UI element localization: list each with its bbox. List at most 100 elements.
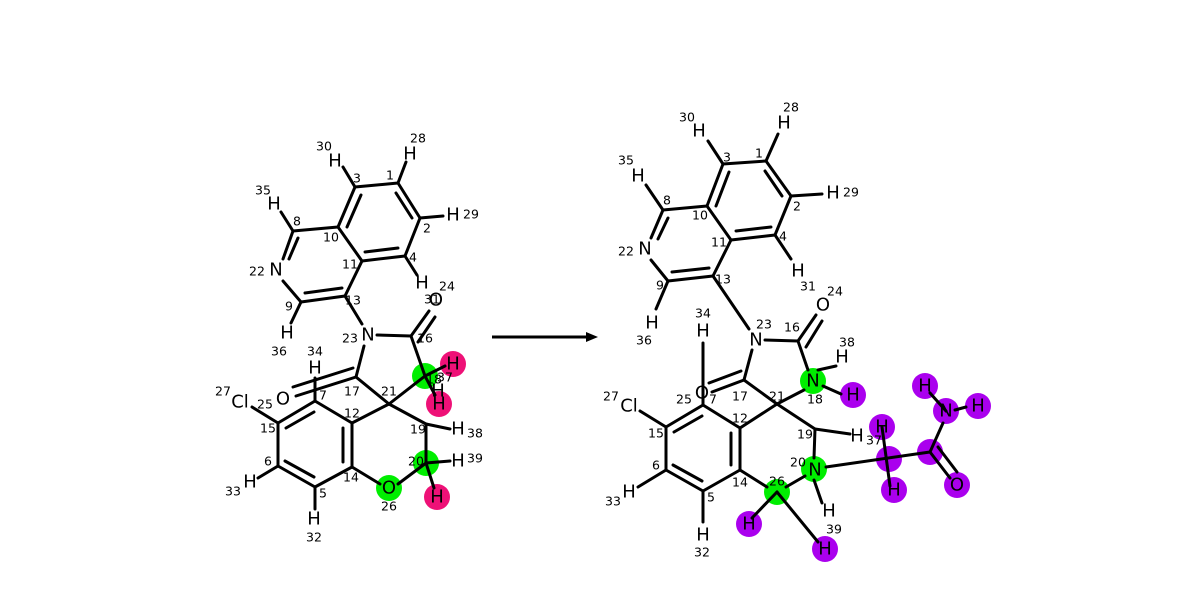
atom-index: 5	[707, 490, 715, 505]
atom-symbol: O	[695, 383, 709, 404]
atom-index: 7	[319, 388, 327, 403]
atom-index: 24	[827, 284, 843, 299]
atom-symbol: H	[446, 354, 460, 375]
atom-index: 2	[793, 199, 801, 214]
atom-symbol: H	[826, 183, 840, 204]
atom-index: 9	[656, 278, 664, 293]
reactant-molecule: N 22 N 23 O 24 O 25 O 26 Cl 27 H 28 H 29…	[215, 131, 483, 545]
atom-highlight	[424, 484, 450, 510]
atom-index: 25	[676, 392, 692, 407]
atom-symbol: H	[850, 426, 864, 447]
atom-index: 20	[790, 455, 806, 470]
atom-index: 39	[826, 522, 842, 537]
atom-index: 16	[417, 331, 433, 346]
atom-index: 11	[342, 257, 358, 272]
atom-index: 2	[423, 221, 431, 236]
atom-index: 21	[769, 389, 785, 404]
atom-index: 26	[381, 499, 397, 514]
atom-index: 3	[723, 150, 731, 165]
atom-index: 9	[285, 299, 293, 314]
atom-index: 29	[843, 185, 859, 200]
atom-index: 31	[424, 292, 440, 307]
atom-index: 18	[807, 392, 823, 407]
atom-index: 10	[692, 208, 708, 223]
atom-index: 33	[225, 484, 241, 499]
atom-highlight	[736, 511, 762, 537]
atom-highlight	[440, 351, 466, 377]
atom-symbol: H	[822, 501, 836, 522]
atom-index: 3	[353, 171, 361, 186]
atom-index: 19	[797, 427, 813, 442]
atom-index: 8	[663, 193, 671, 208]
atom-symbol: H	[918, 376, 932, 397]
atom-symbol: H	[267, 194, 281, 215]
atom-symbol: H	[631, 166, 645, 187]
atom-symbol: H	[451, 451, 465, 472]
atom-index: 28	[783, 100, 799, 115]
atom-index: 7	[709, 392, 717, 407]
atom-index: 1	[386, 168, 394, 183]
atom-index: 20	[408, 454, 424, 469]
atom-index: 35	[618, 153, 634, 168]
atom-index: 37	[437, 370, 453, 385]
atom-index: 36	[271, 344, 287, 359]
atom-symbol: H	[451, 419, 465, 440]
atom-index: 8	[293, 214, 301, 229]
atom-highlight	[881, 477, 907, 503]
atom-index: 16	[784, 320, 800, 335]
atom-index: 6	[652, 458, 660, 473]
atom-symbol: H	[415, 273, 429, 294]
atom-symbol: O	[429, 290, 443, 311]
atom-symbol: O	[816, 295, 830, 316]
atom-index: 31	[800, 279, 816, 294]
atom-index: 14	[343, 470, 359, 485]
atom-symbol: H	[692, 121, 706, 142]
atom-symbol: H	[403, 144, 417, 165]
atom-symbol: H	[971, 396, 985, 417]
atom-index: 19	[410, 422, 426, 437]
atom-symbol: H	[308, 358, 322, 379]
atom-index: 37	[866, 433, 882, 448]
atom-index: 11	[711, 235, 727, 250]
reactant-carbon-indices: 1 2 3 4 5 6 7 8 9 10 11 12 13 14 15 16 1…	[260, 168, 442, 501]
atom-index: 17	[344, 384, 360, 399]
atom-symbol: O	[950, 475, 964, 496]
atom-index: 28	[410, 131, 426, 146]
atom-index: 4	[779, 229, 787, 244]
atom-highlight	[965, 393, 991, 419]
atom-symbol: Cl	[231, 392, 249, 413]
atom-index: 13	[715, 272, 731, 287]
atom-symbol: H	[875, 417, 889, 438]
atom-index: 32	[306, 530, 322, 545]
atom-index: 32	[694, 545, 710, 560]
atom-symbol: O	[276, 389, 290, 410]
atom-symbol: N	[638, 239, 651, 260]
product-carbon-indices: 1 2 3 4 5 6 7 8 9 10 11 12 13 14 15 16 1…	[648, 146, 813, 505]
atom-index: 36	[636, 333, 652, 348]
atom-index: 35	[255, 183, 271, 198]
atom-symbol: H	[846, 385, 860, 406]
atom-symbol: H	[818, 539, 832, 560]
atom-index: 39	[467, 451, 483, 466]
atom-index: 29	[463, 207, 479, 222]
atom-index: 34	[695, 306, 711, 321]
atom-symbol: H	[431, 381, 445, 402]
reaction-arrow	[492, 332, 598, 342]
atom-symbol: H	[645, 313, 659, 334]
atom-index: 22	[249, 264, 265, 279]
atom-index: 23	[756, 317, 772, 332]
atom-index: 27	[215, 384, 231, 399]
atom-symbol: H	[280, 323, 294, 344]
atom-index: 15	[648, 426, 664, 441]
atom-symbol: N	[269, 260, 282, 281]
atom-index: 4	[409, 250, 417, 265]
atom-symbol: H	[622, 482, 636, 503]
atom-symbol: H	[328, 151, 342, 172]
atom-index: 12	[344, 406, 360, 421]
atom-index: 21	[381, 384, 397, 399]
atom-highlight	[801, 456, 827, 482]
atom-highlight	[800, 368, 826, 394]
product-bonds	[636, 132, 968, 544]
atom-index: 34	[307, 344, 323, 359]
atom-symbol: H	[307, 509, 321, 530]
